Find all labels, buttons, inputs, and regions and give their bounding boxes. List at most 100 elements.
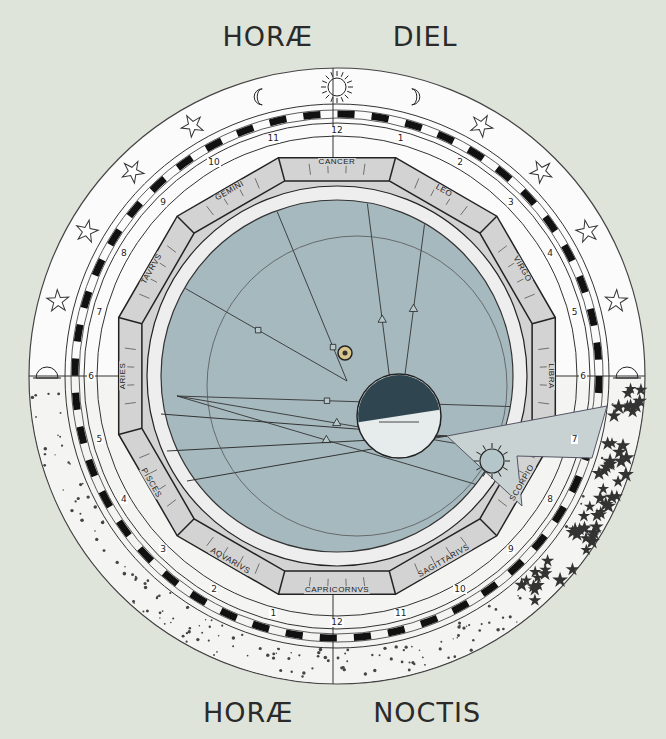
hour-number: 3 — [159, 545, 167, 554]
star-dot — [170, 622, 172, 624]
hour-number: 9 — [159, 198, 167, 207]
star-dot — [95, 538, 98, 541]
star-dot — [472, 639, 474, 641]
star — [611, 399, 627, 414]
star-dot — [276, 653, 277, 654]
disk-marker — [324, 398, 329, 403]
star-dot — [495, 608, 498, 611]
star-dot — [459, 624, 461, 626]
star-dot — [164, 623, 166, 625]
frame-tick — [167, 500, 176, 507]
star-dot — [221, 625, 223, 627]
star-dot — [439, 647, 442, 650]
hand-sun-ray — [492, 474, 493, 479]
hand-sun-ray — [476, 468, 480, 471]
ecliptic-inner — [207, 236, 507, 536]
frame-joint — [119, 428, 142, 434]
star-dot — [403, 649, 405, 651]
hand-sun-ray — [505, 461, 510, 462]
frame-tick — [255, 178, 259, 188]
frame-tick — [125, 348, 136, 349]
star-dot — [172, 617, 174, 619]
frame-joint — [532, 318, 555, 324]
sun-ray — [326, 76, 330, 80]
star-dot — [470, 649, 473, 652]
star-dot — [509, 615, 512, 618]
star-dot — [409, 661, 411, 663]
star-dot — [232, 636, 235, 639]
sun-ray — [322, 81, 327, 83]
star-dot — [54, 454, 55, 455]
moon-ball — [357, 374, 441, 458]
frame-tick — [167, 246, 176, 253]
star-dot — [199, 625, 201, 627]
zodiac-frame-inner — [142, 181, 532, 571]
star-dot — [209, 626, 211, 628]
star-dot — [440, 641, 442, 643]
star-dot — [405, 646, 408, 649]
star-dot — [216, 651, 218, 653]
star-dot — [142, 611, 144, 613]
sun-ray — [347, 81, 352, 83]
hour-number: 11 — [267, 134, 280, 143]
star — [521, 574, 533, 585]
sun-ray — [337, 71, 338, 76]
title: HORÆ DIEL — [222, 23, 457, 50]
star-dot — [123, 572, 127, 576]
frame-joint — [480, 216, 497, 233]
star-dot — [291, 671, 293, 673]
star-dot — [272, 653, 275, 656]
star-dot — [580, 503, 582, 505]
star-dot — [408, 669, 411, 672]
hand-sun-ray — [503, 452, 507, 455]
hour-number: 1 — [397, 134, 405, 143]
star-dot — [364, 672, 367, 675]
frame-tick — [498, 246, 507, 253]
star-dot — [337, 657, 340, 660]
star-dot — [458, 621, 461, 624]
star-dot — [277, 648, 279, 650]
hour-number: 2 — [456, 158, 464, 167]
star-dot — [43, 464, 46, 467]
star-dot — [116, 561, 119, 564]
hour-number: 11 — [394, 609, 407, 618]
frame-tick — [538, 402, 549, 403]
star-dot — [31, 396, 34, 399]
star-dot — [146, 610, 149, 613]
hour-number: 4 — [546, 249, 554, 258]
star-dot — [57, 435, 59, 437]
star — [597, 483, 609, 494]
star — [612, 444, 627, 458]
star-dot — [278, 648, 280, 650]
sky-disk — [161, 200, 513, 552]
frame-tick — [461, 206, 468, 215]
disk-marker — [333, 418, 341, 425]
frame-tick — [125, 402, 136, 403]
sun-ray — [345, 76, 349, 80]
star-dot — [301, 675, 303, 677]
frame-tick — [498, 500, 507, 507]
frame-tick — [309, 164, 310, 175]
star-dot — [327, 659, 330, 662]
star-dot — [159, 617, 160, 618]
frame-tick — [525, 294, 535, 298]
star-dot — [186, 641, 188, 643]
hour-number: 10 — [207, 158, 220, 167]
frame-joint — [389, 571, 395, 594]
star-outline — [71, 216, 100, 245]
star-dot — [101, 521, 105, 525]
star-dot — [290, 652, 292, 654]
frame-tick — [255, 564, 259, 574]
star-dot — [379, 654, 381, 656]
hour-ring-line — [97, 136, 577, 616]
star-dot — [70, 509, 73, 512]
disk-marker — [330, 344, 335, 349]
star-dot — [279, 669, 282, 672]
star-dot — [401, 661, 404, 664]
sun-symbol — [328, 78, 346, 96]
star-dot — [182, 635, 185, 638]
star-dot — [373, 669, 376, 672]
hand-sun-ray — [499, 472, 502, 476]
star-dot — [468, 624, 470, 626]
disk-line — [277, 212, 347, 381]
